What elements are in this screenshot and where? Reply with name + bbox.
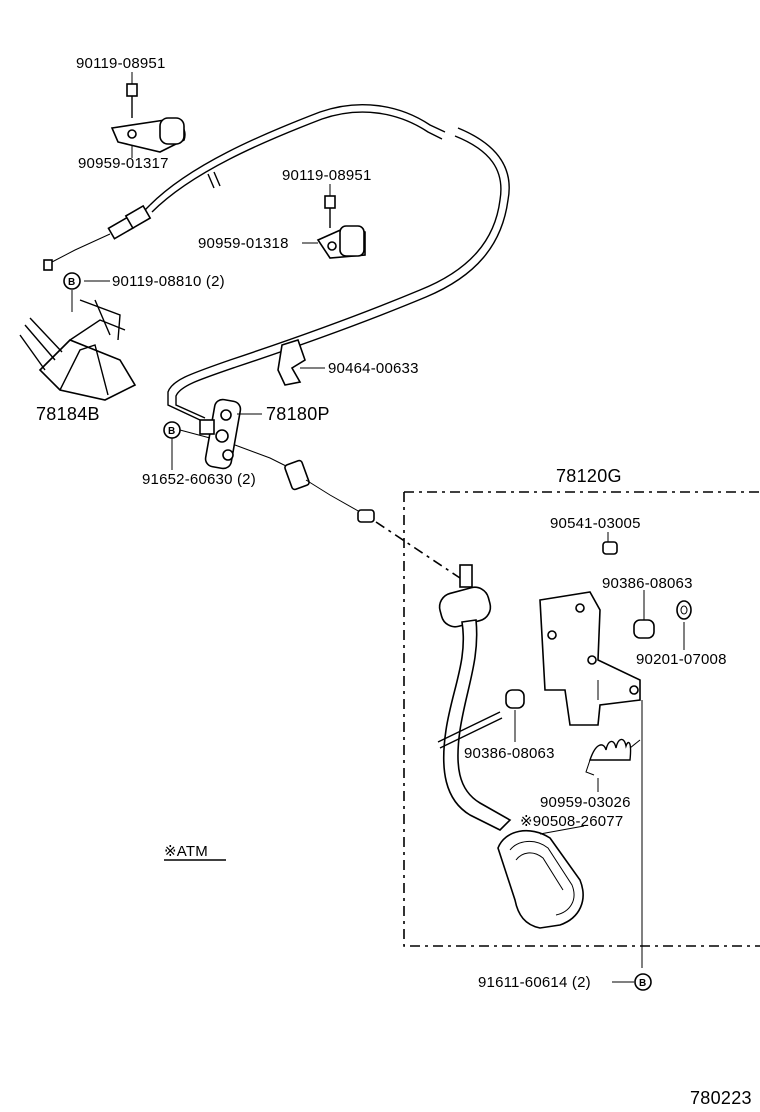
cable-adjuster-icon [199,398,242,470]
label-bolt-b-bottom: 91611-60614 (2) [478,974,591,991]
label-cable-assy: 78180P [266,404,330,424]
cable-icon [43,103,510,579]
spring-icon [585,738,641,776]
label-clip: 90464-00633 [328,360,419,377]
label-clamp-top: 90959-01317 [78,155,169,172]
label-bolt-top: 90119-08951 [76,55,166,72]
clamp-icon [316,225,366,259]
pedal-bracket-icon [539,591,641,726]
washer-icon [676,600,692,620]
label-collar-b: 90386-08063 [464,745,555,762]
label-bolt-b-top: 90119-08810 (2) [112,273,225,290]
label-bracket: 78184B [36,404,100,424]
atm-note: ※ATM [164,843,208,860]
label-bolt-mid: 90119-08951 [282,167,372,184]
svg-text:B: B [639,978,646,989]
page-code: 780223 [690,1088,752,1108]
label-pedal-assy: 78120G [556,466,622,486]
bolt-icon [324,195,336,228]
svg-text:B: B [168,426,175,437]
label-spring: 90959-03026 [540,794,631,811]
circle-b-marker: B [63,272,81,290]
collar-icon [633,619,655,639]
label-bushing-top: 90541-03005 [550,515,641,532]
clip-icon [277,339,306,386]
bracket-icon [19,299,137,401]
circle-b-marker: B [163,421,181,439]
label-pad: ※90508-26077 [520,813,623,830]
clamp-icon [110,117,186,153]
pedal-assembly-box [403,491,760,947]
label-bolt-b-mid: 91652-60630 (2) [142,471,256,488]
circle-b-marker: B [634,973,652,991]
label-collar-a: 90386-08063 [602,575,693,592]
svg-text:B: B [68,277,75,288]
bolt-icon [126,83,138,118]
collar-icon [505,689,525,709]
bushing-icon [602,541,618,555]
label-washer: 90201-07008 [636,651,727,668]
label-clamp-mid: 90959-01318 [198,235,289,252]
pedal-icon [437,564,584,929]
leader-lines [71,72,685,983]
